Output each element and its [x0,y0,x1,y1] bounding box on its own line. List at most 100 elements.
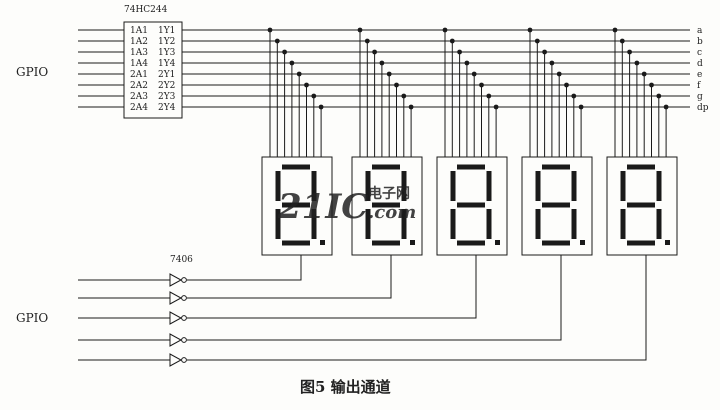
segment-dp [495,240,500,245]
buffer-chip-74hc244: 74HC244 [123,5,183,119]
segment-dp [665,240,670,245]
inverter-bubble [181,337,187,343]
segment-label: c [697,48,702,58]
inverter-bubble [181,295,187,301]
junction-dot [408,104,414,110]
inverter-triangle [169,311,183,325]
segment-label: e [697,70,702,80]
segment-label: d [697,59,703,69]
watermark-main: 21IC [277,187,368,227]
inverter-drivers-7406: 7406 [169,255,193,367]
display-body [436,156,508,256]
junction-dot [656,93,662,99]
junction-dot [663,104,669,110]
display-5 [606,156,678,256]
segment-label: f [697,81,701,91]
junction-dot [564,82,569,88]
chip-input-pin: 1A1 [130,26,148,36]
display-body [606,156,678,256]
chip-input-pin: 2A2 [130,81,148,91]
junction-dot [442,27,448,33]
junction-dot [627,49,632,55]
junction-dot [274,38,280,44]
junction-dot [289,60,295,66]
display-4 [521,156,593,256]
junction-dot [641,71,647,77]
segment-label: a [697,26,703,36]
junction-dot [619,38,625,44]
gpio-label-top: GPIO [16,65,48,79]
chip-input-pin: 2A1 [130,70,148,80]
junction-dot [267,27,273,33]
chip-output-pin: 2Y2 [158,81,175,91]
wires [78,27,690,361]
junction-dot [379,60,385,66]
common-line-3 [187,255,477,319]
display-3 [436,156,508,256]
common-line-1 [187,255,302,281]
segment-label: g [697,92,703,102]
inverter-triangle [169,291,183,305]
chip-input-pin: 1A4 [130,59,148,69]
chip-output-pin: 2Y4 [158,103,176,113]
junction-dot [357,27,363,33]
inverter-bubble [181,357,187,363]
junction-dot [372,49,377,55]
junction-dot [479,82,484,88]
junction-dot [486,93,492,99]
junction-dot [304,82,309,88]
chip-input-pin: 1A2 [130,37,148,47]
common-line-2 [187,255,392,299]
junction-dot [311,93,317,99]
buffer-chip-title: 74HC244 [124,5,168,15]
junction-dot [549,60,555,66]
display-2 [351,156,423,256]
junction-dot [296,71,302,77]
chip-output-pin: 1Y1 [158,26,175,36]
chip-input-pin: 2A3 [130,92,148,102]
display-body [521,156,593,256]
chip-output-pin: 2Y1 [158,70,175,80]
junction-dot [457,49,462,55]
seven-segment-displays [261,156,678,256]
inverter-bubble [181,315,187,321]
junction-dot [571,93,577,99]
watermark-suffix: .com [368,202,416,223]
junction-dot [649,82,654,88]
chip-output-pin: 1Y2 [158,37,175,47]
junction-dot [634,60,640,66]
junction-dot [282,49,287,55]
junction-dot [493,104,499,110]
watermark: 21IC 电子网 .com [277,185,416,227]
watermark-cn: 电子网 [368,185,410,202]
figure-caption: 图5 输出通道 [300,378,391,396]
common-line-5 [187,255,647,361]
gpio-label-bottom: GPIO [16,311,48,325]
chip-output-pin: 2Y3 [158,92,176,102]
display-body [351,156,423,256]
junction-dot [401,93,407,99]
chip-output-pin: 1Y3 [158,48,176,58]
segment-dp [410,240,415,245]
junction-dot [471,71,477,77]
junction-dot [534,38,540,44]
segment-label: b [697,37,703,47]
junction-dot [578,104,584,110]
junction-dot [556,71,562,77]
junction-dot [394,82,399,88]
junction-dot [449,38,455,44]
junction-dot [386,71,392,77]
segment-dp [320,240,325,245]
driver-chip-title: 7406 [170,255,193,265]
junction-dot [318,104,324,110]
chip-output-pin: 1Y4 [158,59,176,69]
junction-dot [364,38,370,44]
inverter-triangle [169,353,183,367]
segment-label: dp [697,103,709,113]
junction-dot [542,49,547,55]
inverter-bubble [181,277,187,283]
